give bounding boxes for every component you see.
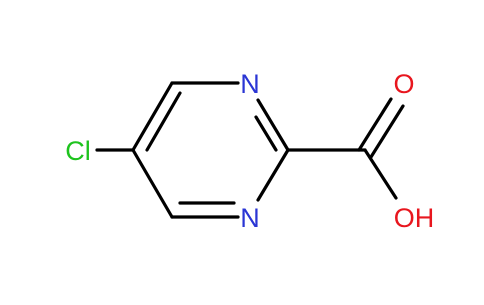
bond-c4-c5-inner (145, 91, 182, 152)
bond-n3-c2 (256, 98, 290, 152)
nitrogen-bottom-label: N (240, 203, 260, 233)
carbonyl-oxygen-label: O (393, 69, 414, 99)
hydroxyl-label: OH (394, 203, 435, 233)
chlorine-label: Cl (65, 136, 91, 166)
bond-carboxyl-oh (363, 148, 398, 200)
bond-c5-c4 (131, 81, 174, 152)
bond-carboxyl-o-double-b (369, 104, 405, 159)
bond-c6-c5 (131, 148, 174, 219)
bonds (95, 81, 405, 219)
bond-carboxyl-o-double-a (357, 97, 393, 152)
bond-n3-c2-inner (254, 115, 278, 152)
bond-c2-n1 (256, 148, 290, 202)
nitrogen-top-label: N (240, 69, 260, 99)
